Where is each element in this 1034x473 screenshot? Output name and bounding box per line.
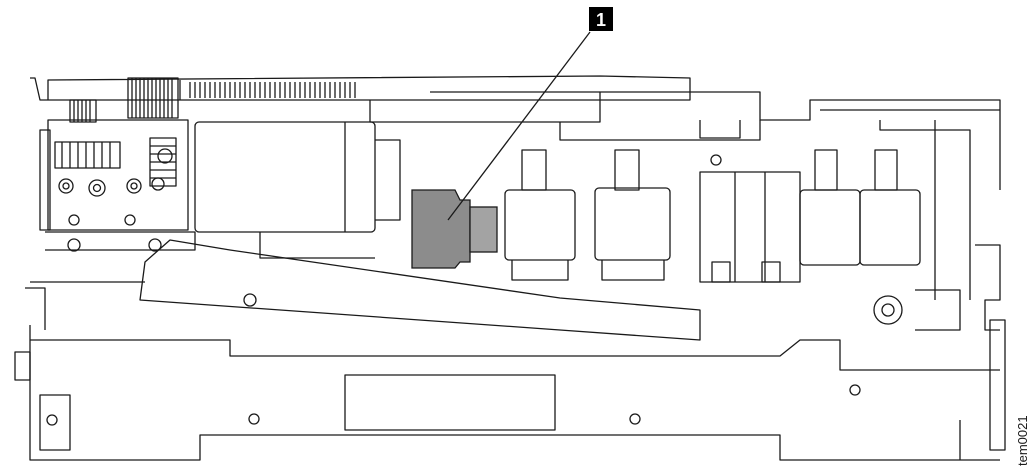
gearbox-module <box>39 77 196 252</box>
callout-box-1: 1 <box>589 7 613 31</box>
highlighted-part <box>411 189 498 269</box>
upper-right-housing <box>369 91 1001 300</box>
top-gear-rack <box>30 75 691 101</box>
base-frame <box>14 287 1000 461</box>
lever-arm <box>30 239 701 341</box>
right-end-bracket <box>873 244 1006 460</box>
figure-id: tem0021 <box>1015 415 1030 466</box>
callout-label: 1 <box>596 10 606 30</box>
motor <box>194 121 401 259</box>
roller-assemblies <box>504 149 921 283</box>
callout-leader <box>447 31 591 221</box>
